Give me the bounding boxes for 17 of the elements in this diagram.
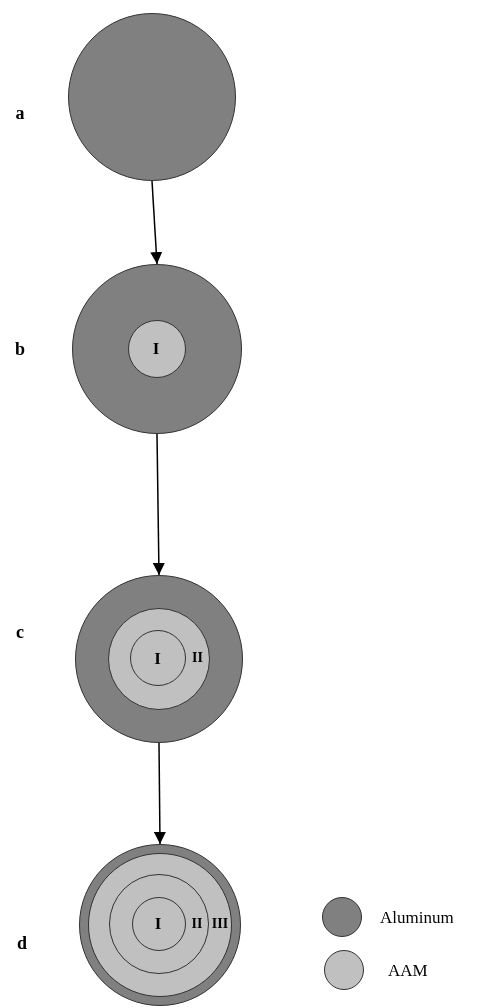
oxide-layer-circle bbox=[130, 630, 186, 686]
stage-letter: d bbox=[17, 934, 27, 952]
layer-numeral: III bbox=[211, 917, 229, 931]
arrow bbox=[152, 433, 165, 576]
oxide-layer-circle bbox=[87, 852, 232, 997]
layer-numeral: I bbox=[154, 914, 162, 932]
stage-letter: c bbox=[16, 623, 24, 641]
stage-letter: a bbox=[15, 104, 25, 122]
layer-numeral: I bbox=[152, 339, 160, 357]
legend-label: Aluminum bbox=[380, 908, 454, 926]
arrow bbox=[150, 180, 163, 265]
layer-numeral: II bbox=[192, 651, 203, 665]
layer-numeral: I bbox=[154, 649, 161, 666]
arrow bbox=[153, 742, 166, 845]
stage-letter: b bbox=[15, 340, 25, 358]
layer-numeral: II bbox=[191, 916, 203, 931]
legend-label: AAM bbox=[388, 961, 428, 979]
